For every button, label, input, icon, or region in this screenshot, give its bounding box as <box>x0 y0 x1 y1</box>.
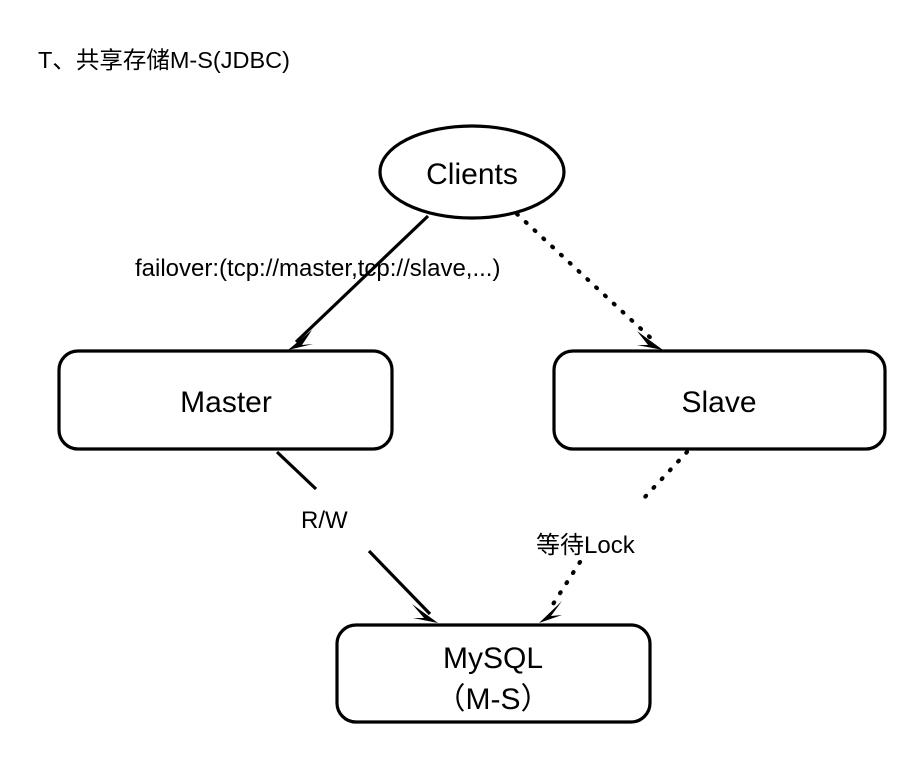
node-master[interactable]: Master <box>57 349 394 451</box>
edge-clients-to-master <box>288 214 430 350</box>
edge-slave-to-mysql-arrowhead <box>539 601 562 623</box>
edge-master-to-mysql <box>275 450 438 623</box>
node-mysql-label-line2: （M-S） <box>436 683 551 716</box>
edge-clients-to-slave-arrowhead <box>637 331 663 350</box>
edge-label-group: failover:(tcp://master,tcp://slave,...) … <box>135 255 636 559</box>
edge-label-rw: R/W <box>301 507 348 534</box>
node-slave-shape[interactable] <box>552 349 887 451</box>
edge-clients-to-master-line <box>294 214 430 344</box>
page-title: T、共享存储M-S(JDBC) <box>38 47 290 73</box>
node-slave-label: Slave <box>681 386 756 419</box>
node-clients-shape[interactable] <box>378 124 566 220</box>
edge-clients-to-slave-line <box>514 211 657 344</box>
node-clients[interactable]: Clients <box>378 124 566 220</box>
edge-slave-to-mysql <box>539 449 690 623</box>
edge-master-to-mysql-upper-line <box>275 450 318 491</box>
edge-label-failover: failover:(tcp://master,tcp://slave,...) <box>135 255 500 282</box>
node-mysql[interactable]: MySQL （M-S） <box>335 623 652 724</box>
edge-clients-to-master-arrowhead <box>288 330 313 350</box>
node-slave[interactable]: Slave <box>552 349 887 451</box>
node-clients-label: Clients <box>426 158 518 191</box>
node-mysql-label-line1: MySQL <box>443 642 543 675</box>
edge-slave-to-mysql-lower-line <box>545 559 583 615</box>
node-master-shape[interactable] <box>57 349 394 451</box>
edge-clients-to-slave <box>514 211 663 350</box>
node-master-label: Master <box>180 386 272 419</box>
edge-slave-to-mysql-upper-line <box>641 449 690 501</box>
edge-label-wait-lock: 等待Lock <box>536 532 636 559</box>
edge-master-to-mysql-lower-line <box>367 549 432 616</box>
node-mysql-shape[interactable] <box>335 623 652 724</box>
edge-master-to-mysql-arrowhead <box>412 604 438 623</box>
